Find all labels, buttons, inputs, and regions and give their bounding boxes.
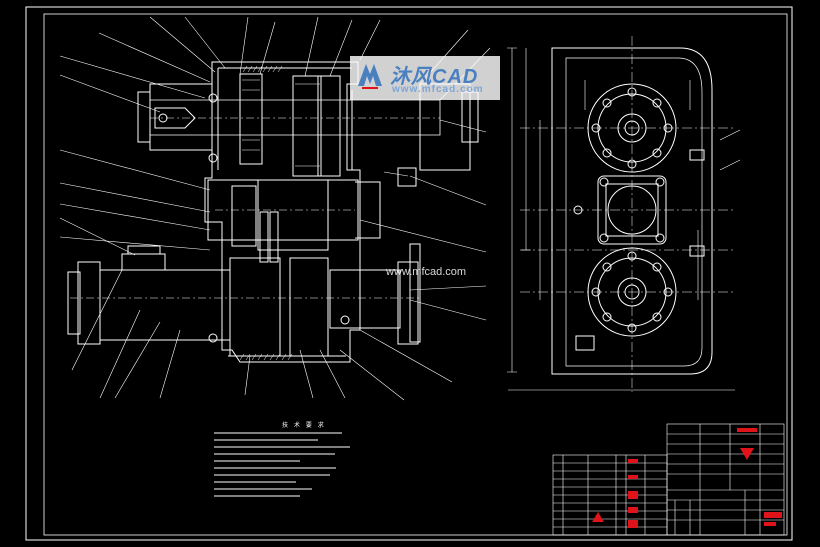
watermark-brand: 沐风CAD	[390, 66, 479, 88]
inner-border	[43, 13, 788, 536]
watermark-url: www.mfcad.com	[392, 84, 484, 95]
watermark-banner: 沐风CAD www.mfcad.com	[350, 56, 500, 100]
side-view	[507, 36, 741, 392]
title-block-red-marks	[737, 428, 782, 526]
front-section-view	[67, 61, 479, 363]
mfcad-logo-icon	[358, 64, 382, 89]
parts-list-red-marks	[592, 459, 638, 528]
technical-notes-title: 技 术 要 求	[282, 422, 326, 429]
title-block	[666, 423, 785, 536]
outer-border	[25, 6, 793, 541]
watermark-url-secondary: www.mfcad.com	[386, 266, 467, 278]
technical-notes-lines	[214, 432, 350, 497]
parts-list-table	[552, 454, 668, 536]
